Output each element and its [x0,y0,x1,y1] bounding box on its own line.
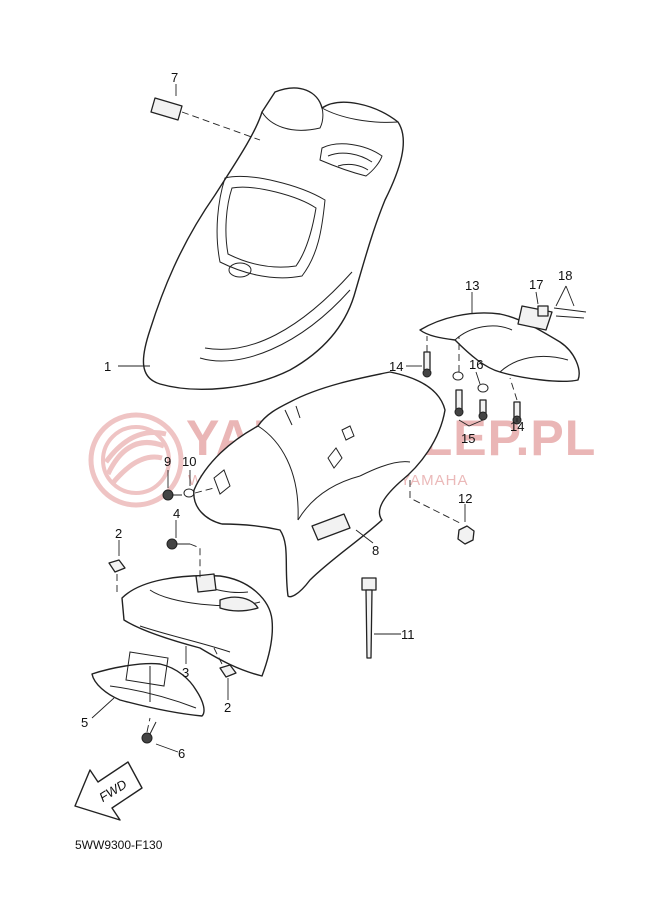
bolt-part [141,721,157,744]
cable-tie-part [361,577,377,659]
bracket-cover-part [419,305,580,382]
inner-panel-part [193,371,446,598]
callout-3: 3 [182,665,189,680]
callout-6: 6 [178,746,185,761]
callout-8: 8 [372,543,379,558]
clip-nut-part [108,559,237,678]
front-cover-part [142,87,405,390]
callout-2: 2 [115,526,122,541]
lower-cover-part [121,573,274,677]
bolt-washer-part [162,488,195,501]
assembly-lines [116,111,518,733]
callout-1: 1 [104,359,111,374]
callout-13: 13 [465,278,479,293]
callout-9: 9 [164,454,171,469]
clip-fastener-part [537,305,587,319]
upper-bolt-part [422,351,522,425]
leader-lines [91,84,575,753]
callout-7: 7 [171,70,178,85]
callout-5: 5 [81,715,88,730]
hex-nut-part [457,525,475,545]
callout-14: 14 [510,419,524,434]
callout-numbers: 1 2 2 3 4 5 6 7 8 9 10 11 12 13 14 14 15… [81,70,572,761]
callout-2: 2 [224,700,231,715]
callout-16: 16 [469,357,483,372]
callout-12: 12 [458,491,472,506]
callout-15: 15 [461,431,475,446]
callout-17: 17 [529,277,543,292]
diagram-code: 5WW9300-F130 [75,838,163,852]
callout-14: 14 [389,359,403,374]
emblem-part [150,97,183,121]
callout-10: 10 [182,454,196,469]
watermark-logo-icon [88,412,184,508]
collar-bolt-part [452,371,489,421]
callout-18: 18 [558,268,572,283]
callout-11: 11 [401,627,415,642]
screw-part [166,538,190,550]
callout-4: 4 [173,506,180,521]
forward-direction-arrow-icon: FWD [74,761,143,821]
guard-plate-part [91,651,205,717]
